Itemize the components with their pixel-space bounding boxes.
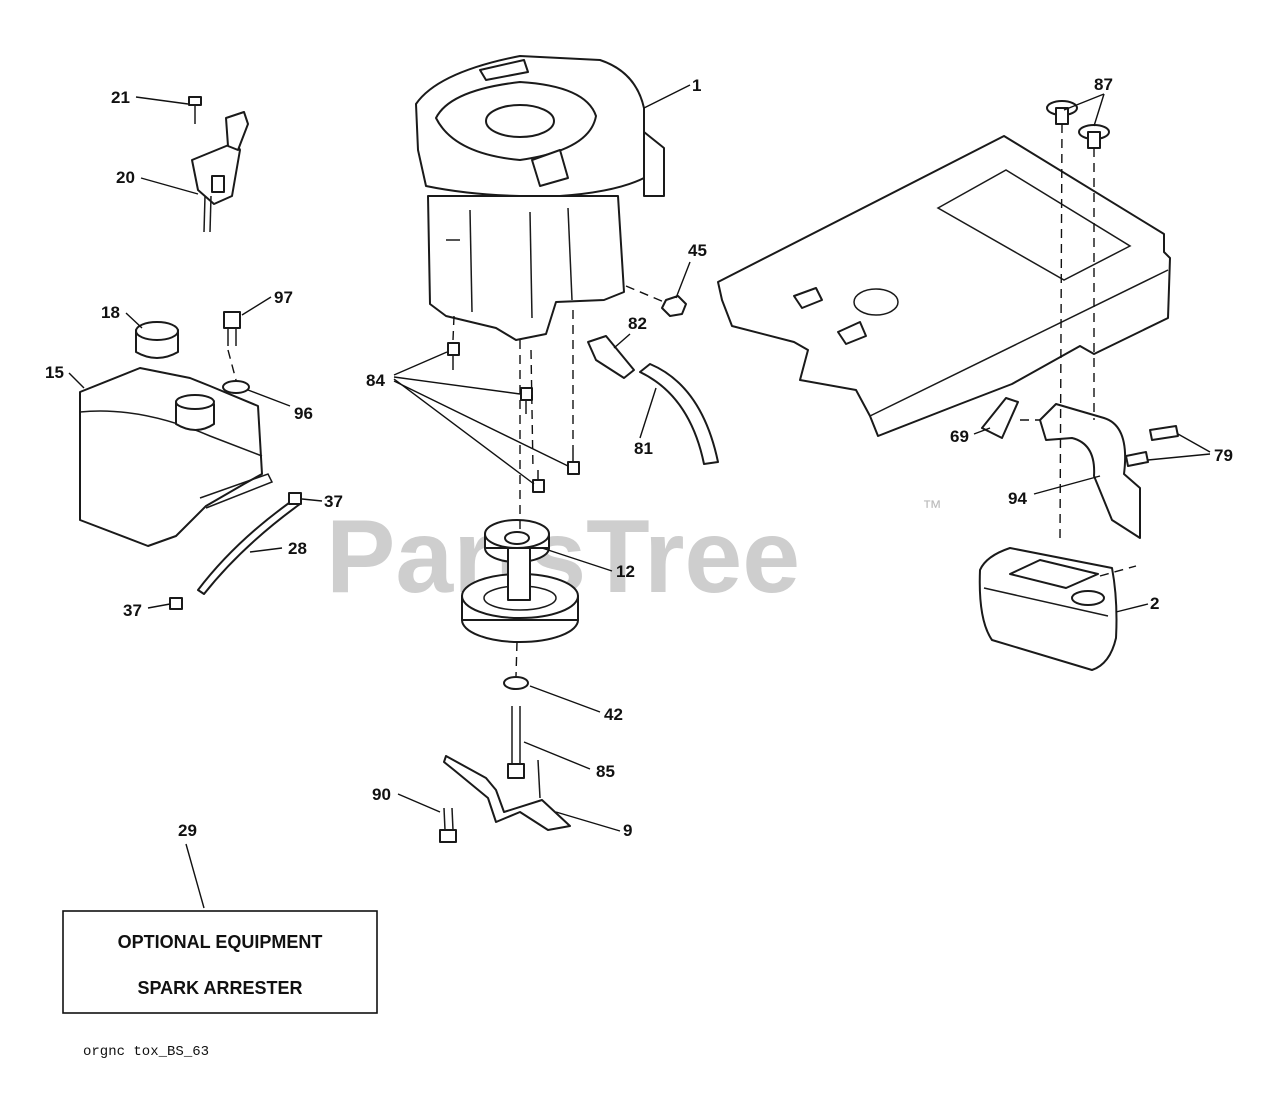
fuel-clamp-lower-part[interactable] [169,597,183,610]
callout-79: 79 [1214,446,1233,465]
callout-82: 82 [628,314,647,333]
exhaust-gasket-part[interactable] [981,397,1019,439]
callout-15: 15 [45,363,64,382]
callout-97: 97 [274,288,293,307]
callout-18: 18 [101,303,120,322]
callout-94: 94 [1008,489,1027,508]
callout-42: 42 [604,705,623,724]
chassis-frame-part[interactable] [717,135,1171,437]
callout-28: 28 [288,539,307,558]
pulley-part[interactable] [461,519,579,643]
pulley-bolt-part[interactable] [507,706,525,779]
callout-87: 87 [1094,75,1113,94]
pulley-washer-part[interactable] [503,676,529,690]
watermark-trademark: ™ [922,497,942,519]
spark-arrester-label: SPARK ARRESTER [137,978,302,998]
belt-guide-part[interactable] [443,755,571,831]
fuel-fitting-part[interactable] [587,335,635,379]
callout-1: 1 [692,76,701,95]
callout-45: 45 [688,241,707,260]
optional-equipment-box [62,910,378,1014]
callout-85: 85 [596,762,615,781]
callout-69: 69 [950,427,969,446]
washer-part[interactable] [222,380,250,394]
muffler-part[interactable] [978,547,1118,671]
hose-part[interactable] [639,363,719,465]
throttle-control-part[interactable] [191,111,249,233]
fuel-tank-cap-part[interactable] [135,321,179,359]
fuel-clamp-upper-part[interactable] [288,492,302,505]
engine-part[interactable] [415,55,665,341]
callout-2: 2 [1150,594,1159,613]
belt-guide-bolt-part[interactable] [439,807,457,843]
optional-equipment-label: OPTIONAL EQUIPMENT [118,932,323,952]
callout-96: 96 [294,404,313,423]
callout-9: 9 [623,821,632,840]
callout-37-upper: 37 [324,492,343,511]
wing-nut-part[interactable] [1046,100,1110,149]
callout-90: 90 [372,785,391,804]
exhaust-pipe-part[interactable] [1039,403,1141,539]
engine-bolt-part[interactable] [447,342,580,493]
exhaust-bolt-part[interactable] [1125,425,1179,467]
callout-81: 81 [634,439,653,458]
callout-84: 84 [366,371,385,390]
fuel-tank-part[interactable] [79,367,274,547]
callout-29: 29 [178,821,197,840]
callout-12: 12 [616,562,635,581]
bolt-part[interactable] [223,311,241,346]
callout-21: 21 [111,88,130,107]
fuel-line-part[interactable] [197,497,301,595]
callout-37-lower: 37 [123,601,142,620]
throttle-screw-part[interactable] [188,96,202,124]
nut-part[interactable] [661,295,687,317]
callout-20: 20 [116,168,135,187]
drawing-code: orgnc tox_BS_63 [83,1044,209,1060]
